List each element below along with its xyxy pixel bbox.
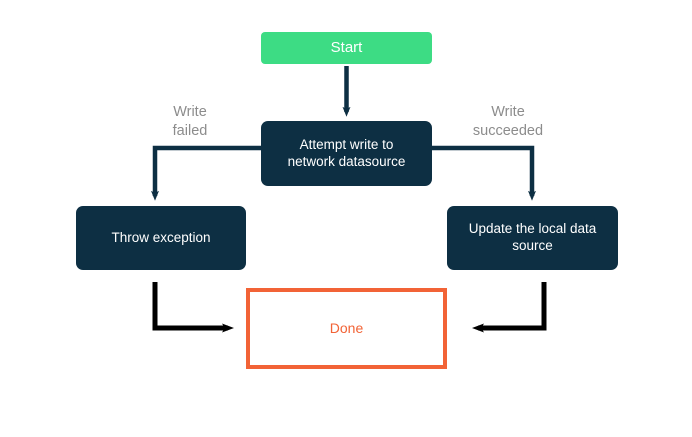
edge-label-write-succeeded: Write succeeded [472,104,544,139]
edge-label-write-failed: Write failed [172,104,208,139]
edge-update-to-done [472,282,547,333]
node-done[interactable]: Done [246,288,447,369]
node-attempt-write[interactable]: Attempt write to network datasource [261,121,432,186]
node-start[interactable]: Start [261,32,432,64]
node-update-local-data-source[interactable]: Update the local data source [447,206,618,270]
edge-throw-to-done [152,282,234,333]
edge-attempt-to-throw [151,145,261,201]
node-throw-exception[interactable]: Throw exception [76,206,246,270]
edge-attempt-to-update [432,145,536,201]
